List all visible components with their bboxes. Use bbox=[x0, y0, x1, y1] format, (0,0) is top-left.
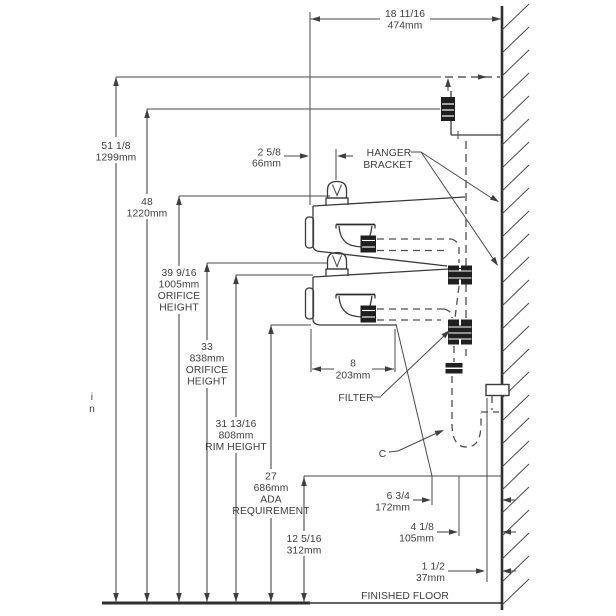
dim-258-label-mm: 66mm bbox=[252, 159, 281, 170]
dim-height-51-1-8: 51 1/8 1299mm bbox=[93, 76, 441, 602]
dim-height-48: 48 1220mm bbox=[125, 108, 440, 602]
dim-4-1-8: 4 1/8 105mm bbox=[399, 476, 516, 545]
dim-33-label-in: 33 bbox=[201, 342, 213, 353]
dim-31-label-mm: 808mm bbox=[219, 431, 254, 442]
bottom-cover-panel-line bbox=[395, 323, 433, 477]
in-wall-hanger-bracket bbox=[441, 74, 501, 139]
dim-33-label-height: HEIGHT bbox=[187, 377, 227, 388]
dim-height-12-5-16: 12 5/16 312mm bbox=[280, 475, 502, 602]
lower-fountain-unit bbox=[304, 251, 467, 477]
finished-floor-label: FINISHED FLOOR bbox=[361, 591, 449, 602]
dim-bubbler-setback-2-5-8: 2 5/8 66mm bbox=[252, 148, 353, 180]
filter-label: FILTER bbox=[338, 393, 373, 404]
upper-bubbler-mark bbox=[332, 184, 342, 197]
dim-51-label-mm: 1299mm bbox=[96, 153, 137, 164]
dim-112-label-mm: 37mm bbox=[416, 573, 445, 584]
upper-drain-fitting bbox=[360, 235, 376, 253]
margin-text-fragment: i n bbox=[89, 392, 95, 415]
hanger-bracket-callout: HANGER BRACKET bbox=[363, 148, 499, 266]
dim-31-label-rim: RIM HEIGHT bbox=[205, 442, 267, 453]
dim-27-label-ada: ADA bbox=[260, 495, 282, 506]
dim-6-3-4: 6 3/4 172mm bbox=[375, 476, 516, 514]
dim-258-label-in: 2 5/8 bbox=[258, 148, 282, 159]
lower-bubbler-dome bbox=[326, 251, 348, 270]
upper-unit-top bbox=[312, 196, 466, 207]
filter-cartridge bbox=[448, 319, 472, 345]
dim-height-39-9-16: 39 9/16 1005mm ORIFICE HEIGHT bbox=[155, 195, 330, 602]
lower-basin-bowl bbox=[338, 295, 363, 318]
hanger-label-line1: HANGER bbox=[367, 148, 412, 159]
margin-char-1: i bbox=[91, 392, 93, 403]
c-label: C bbox=[379, 449, 387, 460]
dim-width-18-11-16: 18 11/16 474mm bbox=[309, 7, 502, 205]
floor: FINISHED FLOOR bbox=[102, 591, 502, 605]
dim-112-label-in: 1 1/2 bbox=[422, 562, 446, 573]
dim-18-label-mm: 474mm bbox=[388, 21, 423, 32]
dim-634-label-mm: 172mm bbox=[375, 503, 410, 514]
dim-27-label-req: REQUIREMENT bbox=[232, 506, 310, 517]
dim-418-label-in: 4 1/8 bbox=[411, 522, 435, 533]
upper-union-fitting bbox=[448, 265, 472, 319]
upper-bubbler-dome bbox=[326, 180, 348, 199]
upper-fountain-unit bbox=[304, 180, 466, 267]
dim-27-label-in: 27 bbox=[265, 472, 277, 483]
waste-stub-out-flange bbox=[485, 383, 510, 397]
dim-39-label-orifice: ORIFICE bbox=[158, 291, 200, 302]
upper-basin-bowl bbox=[338, 225, 363, 248]
dim-height-27-ada: 27 686mm ADA REQUIREMENT bbox=[232, 324, 311, 602]
hanger-bracket-part bbox=[441, 97, 455, 121]
waste-piping bbox=[445, 346, 510, 448]
dim-12-label-in: 12 5/16 bbox=[286, 534, 321, 545]
dim-8-label-in: 8 bbox=[350, 359, 356, 370]
dim-height-33: 33 838mm ORIFICE HEIGHT bbox=[184, 262, 327, 602]
margin-char-2: n bbox=[89, 404, 95, 415]
dim-51-label-in: 51 1/8 bbox=[101, 141, 130, 152]
dim-12-label-mm: 312mm bbox=[287, 546, 322, 557]
dim-39-label-mm: 1005mm bbox=[159, 280, 200, 291]
lower-unit-top bbox=[312, 267, 467, 278]
dim-418-label-mm: 105mm bbox=[399, 534, 434, 545]
dim-33-label-mm: 838mm bbox=[190, 354, 225, 365]
dim-height-31-13-16: 31 13/16 808mm RIM HEIGHT bbox=[205, 274, 313, 602]
lower-unit-front-bottom bbox=[312, 277, 396, 326]
dim-1-1-2: 1 1/2 37mm bbox=[416, 398, 516, 584]
dim-48-label-in: 48 bbox=[141, 197, 153, 208]
pipe-union-lower bbox=[445, 369, 463, 374]
dim-8-label-mm: 203mm bbox=[336, 371, 371, 382]
dim-48-label-mm: 1220mm bbox=[127, 209, 168, 220]
pipe-union-upper bbox=[445, 363, 463, 368]
dim-39-label-height: HEIGHT bbox=[159, 303, 199, 314]
dim-634-label-in: 6 3/4 bbox=[387, 491, 411, 502]
hanger-label-line2: BRACKET bbox=[363, 160, 413, 171]
dim-39-label-in: 39 9/16 bbox=[161, 268, 196, 279]
upper-push-button bbox=[304, 216, 315, 249]
lower-push-button bbox=[304, 287, 315, 320]
lower-bubbler-mark bbox=[332, 255, 342, 268]
c-callout: C bbox=[379, 430, 444, 460]
dim-18-label-in: 18 11/16 bbox=[385, 9, 425, 20]
wall-section bbox=[500, 3, 530, 610]
p-trap bbox=[451, 413, 482, 448]
bracket-dash-arrow bbox=[478, 74, 487, 80]
dim-depth-8: 8 203mm bbox=[310, 329, 396, 382]
dim-33-label-orifice: ORIFICE bbox=[186, 365, 228, 376]
lower-drain-fitting bbox=[360, 305, 376, 323]
dim-31-label-in: 31 13/16 bbox=[216, 419, 257, 430]
dim-27-label-mm: 686mm bbox=[254, 483, 289, 494]
filter-callout: FILTER bbox=[338, 330, 450, 404]
wall-hatching bbox=[501, 3, 530, 606]
